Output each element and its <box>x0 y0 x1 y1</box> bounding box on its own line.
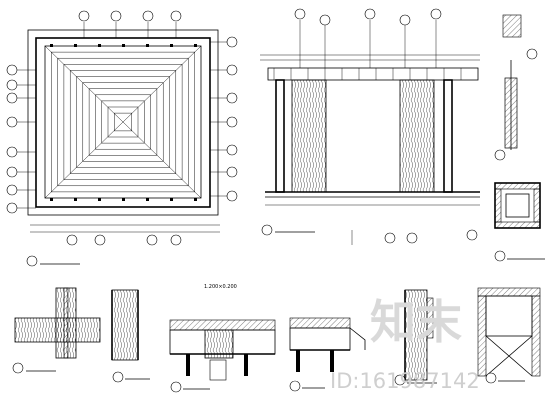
right-column <box>399 79 435 193</box>
section-3: 1.200×0.200 <box>169 284 276 393</box>
watermark-id-text: ID:161987142 <box>330 369 480 393</box>
watermark: 知末 ID:161987142 <box>330 295 480 393</box>
section-5 <box>394 289 437 386</box>
section-2-title-mark <box>112 371 124 383</box>
node-detail <box>477 287 541 384</box>
column-section <box>494 14 538 161</box>
roof-plan-left-callouts <box>6 64 36 214</box>
dimension-text: 1.200×0.200 <box>204 284 237 290</box>
section-1-title-mark <box>12 362 24 374</box>
node-detail-title-mark <box>485 372 497 384</box>
roof-plan-title-mark <box>26 255 38 267</box>
section-2 <box>111 289 150 383</box>
section-5-title-mark <box>394 374 406 386</box>
roof-plan <box>6 10 238 267</box>
section-4-title-mark <box>289 380 301 392</box>
corner-detail <box>494 182 545 262</box>
front-elevation <box>260 8 480 245</box>
left-column <box>291 79 327 193</box>
section-3-title-mark <box>170 381 182 393</box>
section-4 <box>289 317 366 392</box>
section-1 <box>12 287 101 374</box>
elevation-title-mark <box>261 224 273 236</box>
watermark-logo-text: 知末 <box>370 295 462 349</box>
roof-plan-right-callouts <box>210 36 238 202</box>
roof-plan-top-callouts <box>78 10 182 38</box>
